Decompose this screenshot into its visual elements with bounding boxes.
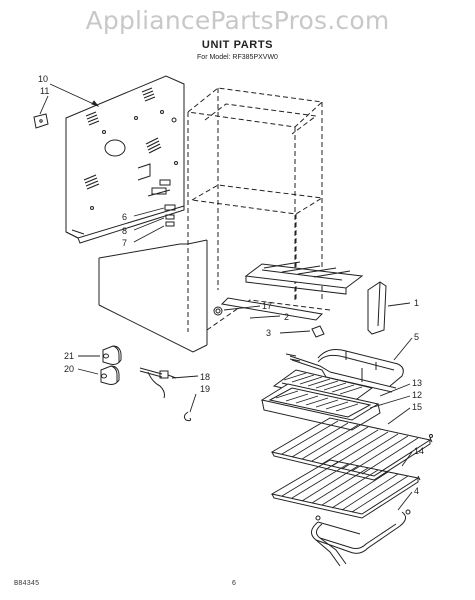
lower-front-panel [98,239,208,353]
back-panel [65,75,185,244]
sensor-clip [183,411,191,422]
element-bracket [244,261,364,295]
callout-12: 12 [412,390,422,400]
callout-10: 10 [38,74,48,84]
callout-17: 17 [262,301,272,311]
clip [311,325,325,338]
callout-5: 5 [414,332,419,342]
callout-13: 13 [412,378,422,388]
callout-6: 6 [122,212,127,222]
knob-20 [100,365,120,385]
page-number: 6 [232,580,236,587]
callout-21: 21 [64,351,74,361]
callout-labels: 10 11 6 8 7 1 17 2 3 5 13 12 15 14 4 18 … [38,74,424,496]
callout-18: 18 [200,372,210,382]
cabinet-frame [187,87,331,332]
callout-19: 19 [200,384,210,394]
callout-3: 3 [266,328,271,338]
callout-11: 11 [40,86,49,96]
knob-21 [102,345,122,365]
callout-20: 20 [64,364,74,374]
document-code: B84345 [14,580,40,588]
oven-rack-upper [270,417,433,481]
watermark: AppliancePartsPros.com [85,6,390,35]
bracket-11 [33,113,49,129]
rail-piece [220,297,324,321]
leader-lines [39,83,413,511]
callout-14: 14 [414,446,424,456]
model-subtitle: For Model: RF385PXVW0 [197,54,278,61]
callout-2: 2 [284,312,289,322]
grommet [213,306,223,316]
oven-rack-lower [270,459,421,519]
side-trim [367,281,387,335]
callout-8: 8 [122,226,127,236]
callout-15: 15 [412,402,422,412]
callout-4: 4 [414,486,419,496]
diagram-title: UNIT PARTS [201,39,274,51]
callout-7: 7 [122,238,127,248]
temperature-sensor [139,367,177,399]
callout-1: 1 [414,298,419,308]
broiler-grid [272,369,374,405]
broiler-pan [260,383,381,431]
terminal-parts [164,204,176,227]
broil-element [311,509,411,567]
